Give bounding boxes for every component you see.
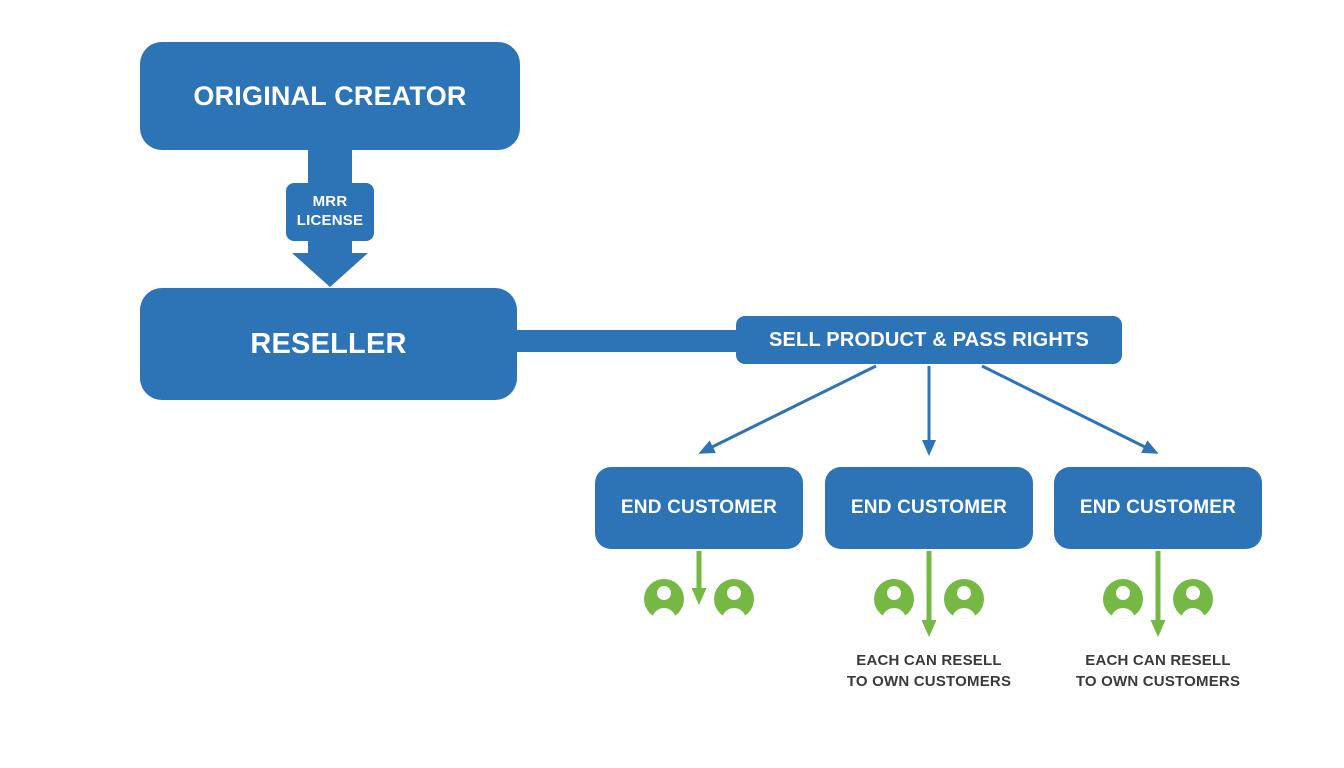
sell-arrow-right bbox=[981, 364, 1159, 454]
mrr-license-line2: LICENSE bbox=[296, 212, 364, 229]
original-creator-label: ORIGINAL CREATOR bbox=[193, 80, 467, 111]
end-customer-label-3: END CUSTOMER bbox=[1079, 497, 1237, 518]
sell-product-box: SELL PRODUCT & PASS RIGHTS bbox=[736, 316, 1122, 364]
resell-note-1-line2: TO OWN CUSTOMERS bbox=[846, 673, 1012, 690]
resell-note-1: EACH CAN RESELL TO OWN CUSTOMERS bbox=[819, 650, 1039, 692]
sell-product-label: SELL PRODUCT & PASS RIGHTS bbox=[768, 328, 1090, 351]
resell-note-2-line2: TO OWN CUSTOMERS bbox=[1075, 673, 1241, 690]
reseller-box: RESELLER bbox=[140, 288, 517, 400]
mrr-license-line1: MRR bbox=[312, 193, 348, 211]
end-customer-box-1: END CUSTOMER bbox=[595, 467, 803, 549]
sell-arrow-left bbox=[698, 364, 877, 454]
person-icon bbox=[1103, 579, 1143, 619]
resell-note-2-line1: EACH CAN RESELL bbox=[1085, 652, 1231, 669]
end-customer-box-3: END CUSTOMER bbox=[1054, 467, 1262, 549]
reseller-to-sell-connector bbox=[510, 330, 745, 352]
original-creator-box: ORIGINAL CREATOR bbox=[140, 42, 520, 150]
person-icon bbox=[944, 579, 984, 619]
mrr-license-badge: MRR LICENSE bbox=[286, 183, 374, 241]
reseller-label: RESELLER bbox=[250, 327, 407, 360]
person-icon bbox=[1173, 579, 1213, 619]
resell-note-1-line1: EACH CAN RESELL bbox=[856, 652, 1002, 669]
license-arrow-head bbox=[292, 253, 368, 287]
person-icon bbox=[644, 579, 684, 619]
end-customer-label-1: END CUSTOMER bbox=[620, 497, 778, 518]
person-icon bbox=[714, 579, 754, 619]
resell-note-2: EACH CAN RESELL TO OWN CUSTOMERS bbox=[1048, 650, 1268, 692]
end-customer-label-2: END CUSTOMER bbox=[850, 497, 1008, 518]
person-icon bbox=[874, 579, 914, 619]
end-customer-box-2: END CUSTOMER bbox=[825, 467, 1033, 549]
